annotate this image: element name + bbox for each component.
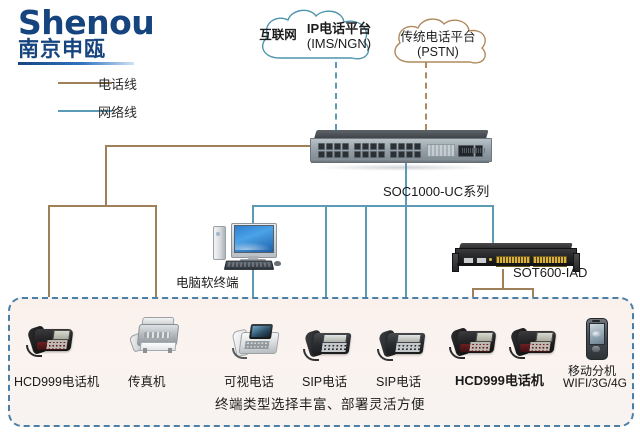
terminal-mobile-extension[interactable] xyxy=(583,318,609,362)
phoneline-to-hcd999-left xyxy=(48,205,50,313)
cloud-pstn: 传统电话平台 (PSTN) xyxy=(386,14,490,72)
terminal-hcd999-left[interactable] xyxy=(24,318,76,357)
netline-to-sip-1 xyxy=(405,205,407,323)
panel-caption: 终端类型选择丰富、部署灵活方便 xyxy=(215,397,425,412)
label-mobile-extension-line1: 移动分机 xyxy=(568,364,617,378)
netline-to-iad xyxy=(492,205,494,245)
label-video-phone: 可视电话 xyxy=(224,375,275,389)
device-sot600-iad[interactable] xyxy=(452,243,580,272)
label-sip-phone-2: SIP电话 xyxy=(376,375,422,389)
label-sip-phone-1: SIP电话 xyxy=(302,375,348,389)
legend-swatch-phone-line xyxy=(58,82,112,84)
phoneline-iad-bus xyxy=(472,288,532,290)
terminal-hcd999-right-a[interactable] xyxy=(447,320,499,359)
iad-rack-ear-left xyxy=(452,253,459,272)
switch-port-bank-1 xyxy=(318,143,349,158)
pc-mouse xyxy=(274,261,281,266)
label-hcd999-right: HCD999电话机 xyxy=(455,373,544,388)
brand-logo: Shenou 南京申瓯 xyxy=(18,3,158,65)
brand-underline xyxy=(18,62,134,65)
legend-label-phone-line: 电话线 xyxy=(98,77,138,92)
phoneline-switch-to-left xyxy=(105,145,311,147)
label-soc1000-uc: SOC1000-UC系列 xyxy=(383,184,490,199)
iad-fxs-bank-2 xyxy=(533,256,567,267)
brand-name-en: Shenou xyxy=(18,3,155,42)
label-mobile-extension-line2: WIFI/3G/4G xyxy=(563,376,628,390)
label-hcd999-left: HCD999电话机 xyxy=(14,375,100,389)
phoneline-left-bus xyxy=(48,205,157,207)
uplink-ims-ngn xyxy=(335,62,337,130)
legend-label-network-line: 网络线 xyxy=(98,105,138,120)
pc-monitor-stand xyxy=(248,256,258,260)
terminal-zone-panel xyxy=(8,297,634,427)
terminal-video-phone[interactable] xyxy=(228,320,280,359)
cloud-pstn-line2: (PSTN) xyxy=(417,45,459,59)
iad-status-led xyxy=(489,258,492,261)
legend-swatch-network-line xyxy=(58,110,112,112)
iad-front-face xyxy=(452,248,580,272)
phoneline-iad-drop xyxy=(502,269,504,289)
label-pc-soft-terminal: 电脑软终端 xyxy=(176,276,239,290)
label-fax-machine: 传真机 xyxy=(128,375,166,389)
terminal-sip-phone-1[interactable] xyxy=(302,322,354,361)
terminal-fax-machine[interactable] xyxy=(128,316,182,356)
iad-fxs-bank-1 xyxy=(496,256,530,267)
netline-bus xyxy=(252,205,493,207)
cloud-ims-ngn-line2: (IMS/NGN) xyxy=(306,36,372,51)
label-sot600-iad: SOT600-IAD xyxy=(513,265,588,280)
pc-tower xyxy=(213,226,226,260)
cloud-pstn-shape xyxy=(394,18,486,64)
phoneline-left-drop xyxy=(105,145,107,206)
uplink-pstn xyxy=(425,62,427,130)
switch-base xyxy=(311,159,489,163)
switch-port-bank-3 xyxy=(390,143,421,158)
brand-name-cn: 南京申瓯 xyxy=(18,38,106,61)
device-soc1000-uc-switch[interactable] xyxy=(310,130,492,171)
pc-keyboard xyxy=(223,260,275,270)
netline-switch-drop xyxy=(405,163,407,206)
switch-led-indicator-grid xyxy=(427,144,455,157)
device-pc-soft-terminal[interactable] xyxy=(205,222,283,272)
iad-base xyxy=(457,263,573,266)
switch-port-bank-2 xyxy=(354,143,385,158)
netline-to-video-phone xyxy=(325,205,327,323)
switch-brand-mark xyxy=(462,148,486,153)
cloud-ims-ngn: 互联网 IP电话平台 (IMS/NGN) xyxy=(252,6,380,70)
cloud-ims-ngn-tag: 互联网 xyxy=(259,28,297,42)
pc-monitor-screen xyxy=(234,225,274,253)
pc-power-button xyxy=(216,232,220,236)
cloud-pstn-line1: 传统电话平台 xyxy=(400,30,476,44)
iad-rack-ear-right xyxy=(573,253,580,272)
netline-to-sip-2 xyxy=(365,205,367,323)
terminal-hcd999-right-b[interactable] xyxy=(507,320,559,359)
terminal-sip-phone-2[interactable] xyxy=(376,322,428,361)
switch-front-face xyxy=(310,138,492,162)
phoneline-to-fax xyxy=(155,205,157,313)
switch-shadow xyxy=(316,164,486,171)
cloud-ims-ngn-shape xyxy=(261,9,370,60)
cloud-ims-ngn-line1: IP电话平台 xyxy=(306,21,372,36)
